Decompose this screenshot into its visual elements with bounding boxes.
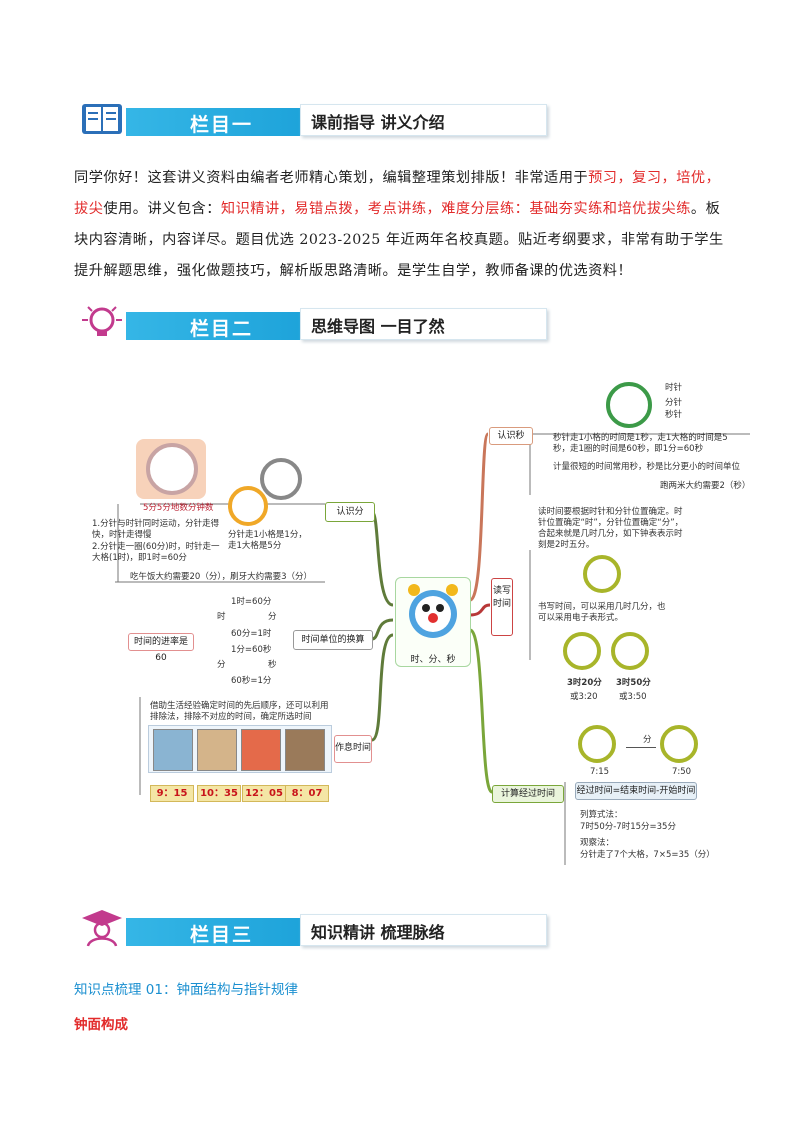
intro-text-3: 。板块内容清晰，内容详尽。题目优选 2023-2025 年近两年名校真题。贴近考… — [74, 201, 724, 279]
intro-text-1: 同学你好！这套讲义资料由编者老师精心策划，编辑整理策划排版！非常适用于 — [74, 170, 589, 186]
elapsed-formula: 经过时间=结束时间-开始时间 — [575, 782, 697, 800]
section-title: 栏目一 — [190, 114, 254, 136]
section-subtitle: 课前指导 讲义介绍 — [311, 113, 445, 132]
mind-map-connectors — [115, 432, 750, 865]
elapsed-method-1: 列算式法： — [580, 810, 623, 820]
elapsed-clock-start — [578, 725, 616, 763]
read-clock-3 — [611, 632, 649, 670]
elapsed-clock-end — [660, 725, 698, 763]
elapsed-method-2b: 分针走了7个大格，7×5=35（分） — [580, 850, 715, 860]
schedule-text: 借助生活经验确定时间的先后顺序，还可以利用排除法，排除不对应的时间，确定所选时间 — [150, 701, 329, 722]
knowledge-subheading: 钟面构成 — [74, 1017, 128, 1033]
branch-convert: 时间单位的换算 — [293, 630, 373, 650]
read-time-2b: 或3:50 — [619, 692, 647, 702]
schedule-time-4: 8：07 — [285, 785, 329, 802]
elapsed-arrow — [626, 747, 656, 748]
minute-text-1: 1.分针与时针同时运动，分针走得快，时针走得慢 — [92, 519, 220, 540]
conv-side-2: 分 — [268, 612, 277, 622]
second-clock — [606, 382, 652, 428]
read-time-2: 3时50分 — [616, 678, 651, 688]
schedule-time-2: 10：35 — [197, 785, 241, 802]
conv-2: 60分=1时 — [231, 629, 272, 639]
conv-side-4: 秒 — [268, 660, 277, 670]
intro-highlight-2: 知识精讲，易错点拨，考点讲练，难度分层练：基础夯实练和培优拔尖练 — [220, 201, 691, 217]
branch-schedule: 作息时间 — [334, 735, 372, 763]
magnifier-icon — [260, 458, 302, 500]
elapsed-method-1b: 7时50分-7时15分=35分 — [580, 822, 676, 832]
read-text-2: 书写时间，可以采用几时几分，也可以采用电子表形式。 — [538, 602, 666, 623]
section-banner-3: 栏目三 知识精讲 梳理脉络 — [78, 908, 547, 948]
schedule-time-1: 9：15 — [150, 785, 194, 802]
intro-highlight-1: 预习，复习，培优，拔尖 — [74, 170, 721, 217]
section-banner-1: 栏目一 课前指导 讲义介绍 — [78, 98, 547, 138]
second-label-2: 分针 — [665, 398, 683, 408]
section-subtitle: 思维导图 一目了然 — [311, 317, 445, 336]
section-title: 栏目三 — [190, 924, 254, 946]
intro-paragraph: 同学你好！这套讲义资料由编者老师精心策划，编辑整理策划排版！非常适用于预习，复习… — [74, 163, 734, 287]
second-text-3: 跑两米大约需要2（秒） — [660, 481, 751, 491]
section-banner-2: 栏目二 思维导图 一目了然 — [78, 302, 547, 342]
elapsed-start-time: 7:15 — [590, 767, 610, 777]
second-label-1: 时针 — [665, 383, 683, 393]
section-title: 栏目二 — [190, 318, 254, 340]
lightbulb-icon — [82, 306, 122, 336]
schedule-photos — [148, 725, 332, 773]
branch-read: 读写时间 — [491, 578, 513, 636]
read-clock-1 — [583, 555, 621, 593]
alarm-clock-icon — [408, 584, 458, 638]
clock-image — [228, 486, 268, 526]
read-time-1: 3时20分 — [567, 678, 602, 688]
convert-rate: 时间的进率是60 — [128, 633, 194, 663]
minute-clock-image — [136, 439, 206, 499]
center-node: 时、分、秒 — [395, 577, 471, 667]
conv-3: 1分=60秒 — [231, 645, 272, 655]
intro-text-2: 使用。讲义包含： — [103, 201, 221, 217]
section-subtitle: 知识精讲 梳理脉络 — [311, 923, 445, 942]
read-clock-2 — [563, 632, 601, 670]
branch-minute: 认识分 — [325, 502, 375, 522]
elapsed-method-2: 观察法： — [580, 838, 615, 848]
center-label: 时、分、秒 — [410, 655, 456, 665]
read-time-1b: 或3:20 — [570, 692, 598, 702]
branch-elapsed: 计算经过时间 — [492, 785, 564, 803]
conv-side-3: 分 — [217, 660, 226, 670]
conv-1: 1时=60分 — [231, 597, 272, 607]
knowledge-heading: 知识点梳理 01：钟面结构与指针规律 — [74, 982, 298, 998]
branch-second: 认识秒 — [489, 427, 533, 445]
book-icon — [82, 104, 122, 134]
second-text-1: 秒针走1小格的时间是1秒，走1大格的时间是5秒，走1圈的时间是60秒，即1分=6… — [553, 433, 728, 454]
elapsed-arrow-label: 分 — [643, 735, 652, 745]
graduate-icon — [82, 910, 122, 947]
minute-text-2: 2.分针走一圈(60分)时，时针走一大格(1时)，即1时=60分 — [92, 542, 220, 563]
minute-text-3: 分针走1小格是1分，走1大格是5分 — [228, 530, 307, 551]
second-text-2: 计量很短的时间常用秒，秒是比分更小的时间单位 — [553, 462, 741, 472]
conv-side-1: 时 — [217, 612, 226, 622]
conv-4: 60秒=1分 — [231, 676, 272, 686]
read-text-1: 读时间要根据时针和分针位置确定。时针位置确定“时”，分针位置确定“分”，合起来就… — [538, 507, 684, 550]
schedule-time-3: 12：05 — [242, 785, 286, 802]
minute-clock-caption: 5分5分地数分钟数 — [143, 503, 214, 513]
second-label-3: 秒针 — [665, 410, 683, 420]
minute-text-4: 吃午饭大约需要20（分），刷牙大约需要3（分） — [130, 572, 312, 582]
elapsed-end-time: 7:50 — [672, 767, 692, 777]
